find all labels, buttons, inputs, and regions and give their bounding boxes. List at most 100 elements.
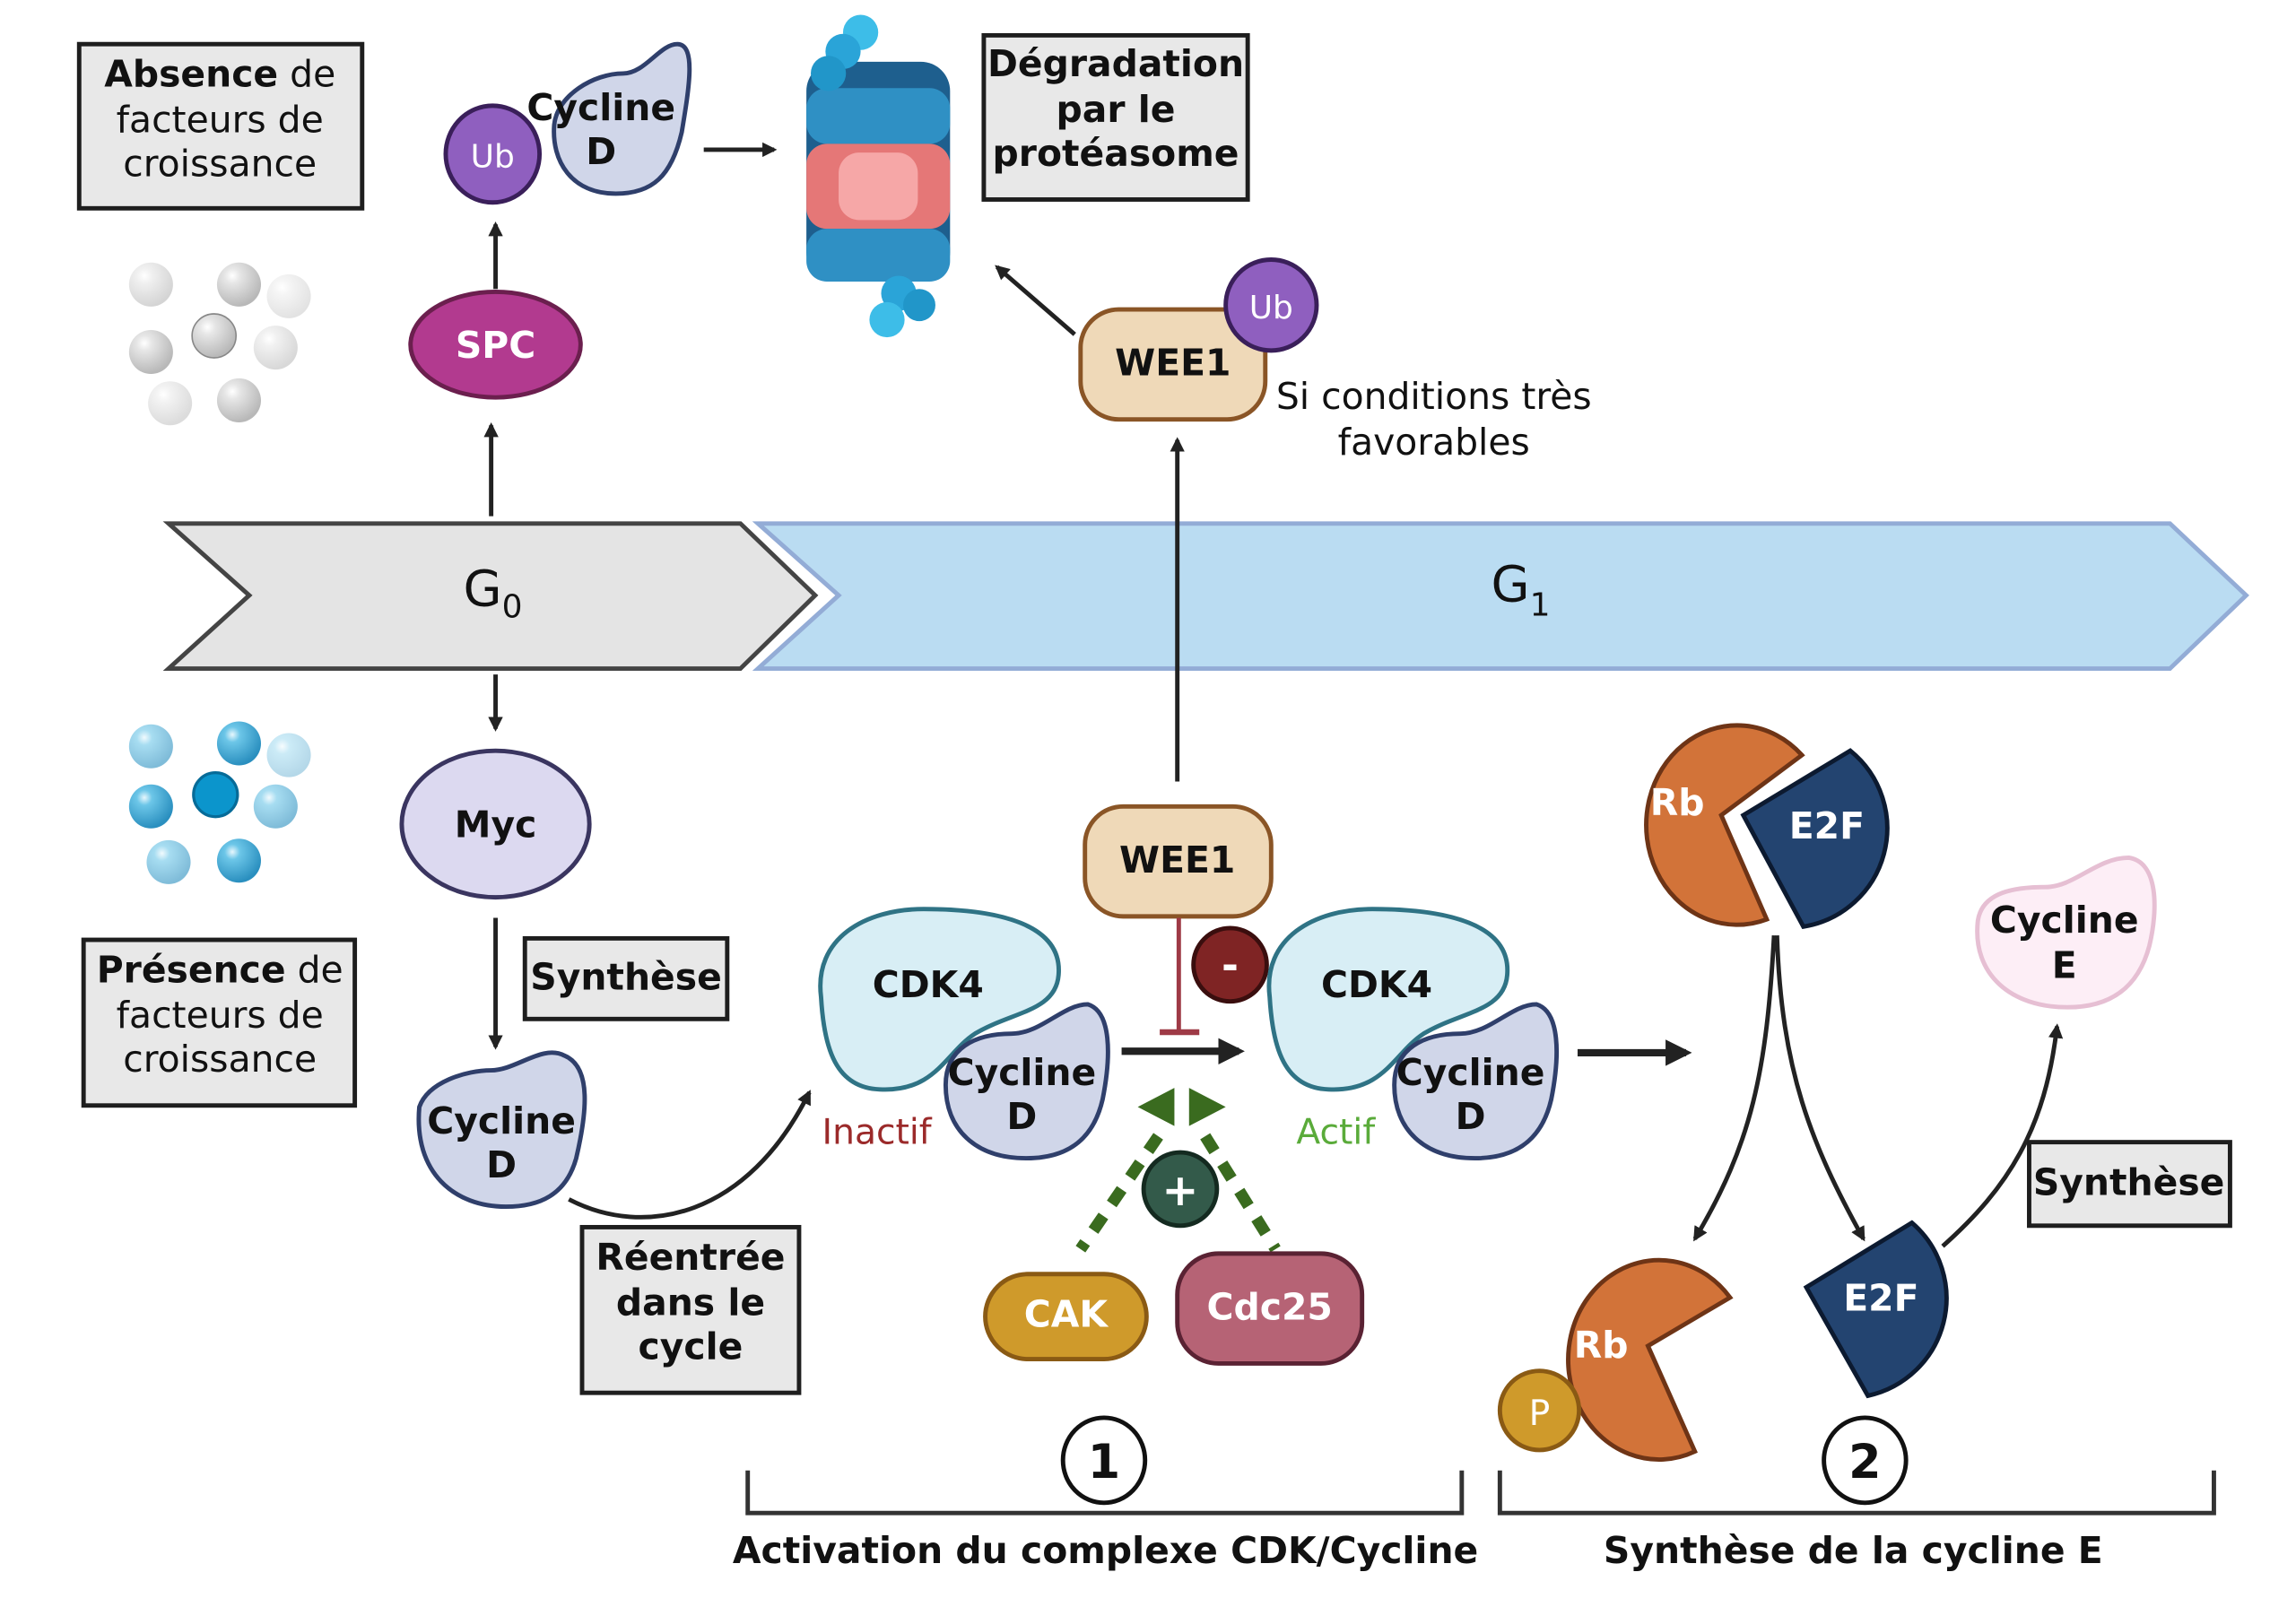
g0-phase-arrow: G0 (162, 521, 819, 672)
cdk4-cycline-d-active: CDK4 Cycline D (1266, 907, 1559, 1161)
g1-label: G1 (1492, 555, 1551, 623)
svg-text:croissance: croissance (123, 1038, 317, 1081)
svg-text:P: P (1529, 1394, 1551, 1434)
svg-text:Cycline: Cycline (948, 1051, 1097, 1094)
cycline-d-shape (1392, 1002, 1559, 1161)
minus-badge: - (1191, 925, 1269, 1004)
svg-text:Cycline: Cycline (1990, 899, 2139, 942)
svg-text:Synthèse: Synthèse (2033, 1160, 2225, 1203)
synthesis-d-box: Synthèse (522, 935, 730, 1021)
plus-badge: + (1141, 1150, 1220, 1229)
svg-text:E2F: E2F (1789, 804, 1865, 847)
conditions-note-2: favorables (1338, 421, 1530, 464)
svg-text:Absence de: Absence de (104, 53, 335, 96)
svg-text:Cycline: Cycline (526, 86, 675, 129)
e2f-to-cycline-e-arrow (1941, 1023, 2064, 1248)
cycline-d-free: Cycline D (416, 1050, 587, 1210)
myc-node: Myc (399, 748, 592, 900)
svg-text:2: 2 (1848, 1435, 1881, 1490)
svg-text:1: 1 (1088, 1435, 1120, 1490)
step-1: 1 Activation du complexe CDK/Cycline (733, 1415, 1478, 1572)
absence-growth-factors-box: Absence de facteurs de croissance (76, 41, 365, 211)
reentry-box: Réentrée dans le cycle (579, 1224, 802, 1395)
svg-text:Cdc25: Cdc25 (1207, 1285, 1333, 1328)
svg-text:facteurs de: facteurs de (117, 98, 324, 141)
synthesis-e-box: Synthèse (2027, 1140, 2232, 1229)
cak-node: CAK (983, 1272, 1149, 1362)
present-growth-factors-icon (128, 721, 311, 884)
bracket (745, 1470, 1465, 1516)
svg-text:CAK: CAK (1024, 1293, 1109, 1336)
bracket (1497, 1470, 2216, 1516)
cycline-d-shape (552, 41, 692, 196)
svg-text:Myc: Myc (455, 804, 537, 847)
phosphate-tag (1497, 1368, 1582, 1453)
svg-text:D: D (1006, 1095, 1037, 1138)
step-number-badge (1822, 1415, 1909, 1506)
reentry-arrow (568, 1090, 812, 1220)
svg-text:dans le: dans le (616, 1281, 765, 1325)
svg-text:Ub: Ub (471, 139, 515, 176)
svg-text:D: D (486, 1143, 517, 1186)
svg-text:Synthèse: Synthèse (530, 956, 722, 999)
cdk4-shape (818, 907, 1061, 1092)
wee1-node: WEE1 (1083, 804, 1274, 919)
svg-text:E: E (2052, 944, 2077, 987)
conditions-note: Si conditions très (1276, 375, 1592, 418)
svg-text:Activation du complexe CDK/Cyc: Activation du complexe CDK/Cycline (733, 1529, 1478, 1572)
svg-text:Réentrée: Réentrée (596, 1236, 785, 1279)
svg-text:Rb: Rb (1650, 781, 1705, 824)
cdk4-cycline-d-inactive: CDK4 Cycline D (818, 907, 1110, 1161)
svg-text:Synthèse de la cycline E: Synthèse de la cycline E (1604, 1529, 2103, 1572)
phospho-rb: Rb P (1497, 1257, 1734, 1462)
e2f-free: E2F (1803, 1220, 1949, 1399)
svg-text:E2F: E2F (1843, 1277, 1918, 1320)
cycline-e-node: Cycline E (1975, 856, 2157, 1010)
svg-text:CDK4: CDK4 (873, 963, 984, 1006)
svg-text:Ub: Ub (1249, 290, 1293, 326)
svg-text:facteurs de: facteurs de (117, 994, 324, 1037)
spc-node: SPC (408, 290, 583, 400)
active-label: Actif (1296, 1112, 1376, 1152)
rb-shape (1644, 723, 1805, 927)
e2f-shape (1740, 748, 1890, 930)
inactive-label: Inactif (822, 1112, 933, 1152)
ubiquitinated-cycline-d: Cycline D Ub (443, 41, 692, 205)
activators-dashed (1075, 1088, 1281, 1253)
g1-phase-arrow: G1 (752, 521, 2249, 672)
svg-text:WEE1: WEE1 (1119, 838, 1235, 882)
svg-text:croissance: croissance (123, 142, 317, 185)
svg-text:Cycline: Cycline (1396, 1051, 1545, 1094)
wee1-to-proteasome-arrow (995, 265, 1076, 336)
proteasome-degradation-box: Dégradation par le protéasome (981, 32, 1250, 202)
step-2: 2 Synthèse de la cycline E (1497, 1415, 2216, 1572)
svg-text:+: + (1161, 1164, 1198, 1216)
svg-text:D: D (1456, 1095, 1486, 1138)
svg-text:Présence de: Présence de (97, 948, 344, 991)
svg-text:SPC: SPC (456, 324, 535, 367)
svg-text:Rb: Rb (1574, 1324, 1629, 1367)
cycline-d-shape (943, 1002, 1110, 1161)
ub-tag (443, 103, 543, 205)
svg-text:Cycline: Cycline (427, 1099, 576, 1142)
svg-text:D: D (586, 130, 616, 173)
cdc25-node: Cdc25 (1175, 1251, 1365, 1366)
proteasome-icon (806, 14, 951, 338)
svg-text:protéasome: protéasome (993, 132, 1239, 175)
presence-growth-factors-box: Présence de facteurs de croissance (81, 937, 358, 1108)
svg-text:CDK4: CDK4 (1321, 963, 1432, 1006)
step-number-badge (1060, 1415, 1148, 1506)
rb-e2f-complex: Rb E2F (1644, 723, 1890, 930)
svg-text:cycle: cycle (639, 1325, 744, 1368)
svg-text:Dégradation: Dégradation (987, 42, 1244, 85)
svg-text:WEE1: WEE1 (1115, 342, 1231, 385)
svg-text:-: - (1222, 942, 1239, 989)
g0-label: G0 (464, 560, 523, 625)
absent-growth-factors-icon (128, 262, 311, 426)
wee1-inhibition (1160, 917, 1200, 1036)
to-e2f-arrow (1774, 935, 1866, 1242)
to-phospho-rb-arrow (1692, 934, 1777, 1242)
wee1-ubiquitinated: WEE1 Ub (1078, 257, 1319, 422)
cdk4-shape (1266, 907, 1509, 1092)
